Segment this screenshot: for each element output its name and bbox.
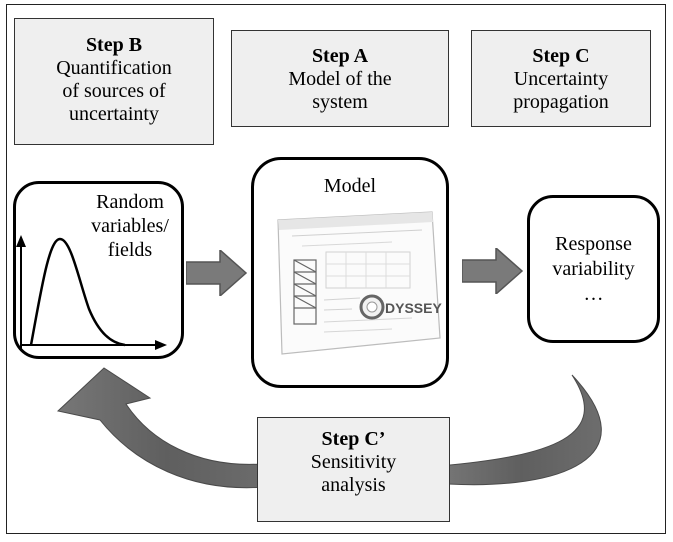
step-c-prime-title: Step C’ <box>321 428 386 450</box>
output-line2: variability <box>552 258 635 280</box>
software-window <box>277 211 441 355</box>
structure-frame-icon <box>293 259 317 325</box>
step-c-title: Step C <box>532 45 590 67</box>
odyssey-logo <box>359 294 385 320</box>
input-line2: variables/ <box>91 215 169 237</box>
arrow-model-to-output <box>462 248 524 294</box>
input-line3: fields <box>107 239 153 261</box>
step-a-line2: system <box>312 91 368 113</box>
arrow-input-to-model <box>186 250 248 296</box>
x-axis-arrowhead <box>155 340 167 350</box>
y-axis-arrowhead <box>16 235 26 247</box>
input-line1: Random <box>96 191 164 213</box>
output-label: Response variability … <box>527 232 660 307</box>
diagram-frame <box>6 4 666 534</box>
output-line3: … <box>583 283 604 305</box>
odyssey-logo-text: DYSSEY <box>385 300 442 316</box>
step-c-prime-box: Step C’ Sensitivity analysis <box>257 417 450 522</box>
output-box <box>527 195 660 343</box>
step-b-line1: Quantification <box>56 57 172 79</box>
step-c-line1: Uncertainty <box>513 68 609 90</box>
input-box <box>13 181 184 359</box>
input-label: Random variables/ fields <box>80 190 180 262</box>
output-line1: Response <box>555 233 632 255</box>
step-c-prime-line1: Sensitivity <box>310 451 397 473</box>
step-b-box: Step B Quantification of sources of unce… <box>14 18 214 145</box>
step-b-line3: uncertainty <box>69 103 159 125</box>
model-label: Model <box>323 175 377 197</box>
step-c-prime-line2: analysis <box>321 474 386 496</box>
software-screenshot: DYSSEY <box>277 211 442 355</box>
step-a-line1: Model of the <box>288 68 392 90</box>
step-a-title: Step A <box>311 45 369 67</box>
step-c-line2: propagation <box>513 91 609 113</box>
pdf-plot <box>16 235 167 350</box>
step-a-box: Step A Model of the system <box>231 30 449 127</box>
step-b-line2: of sources of <box>62 80 166 102</box>
step-b-title: Step B <box>85 34 143 56</box>
step-c-box: Step C Uncertainty propagation <box>471 30 651 127</box>
pdf-curve <box>29 237 126 347</box>
